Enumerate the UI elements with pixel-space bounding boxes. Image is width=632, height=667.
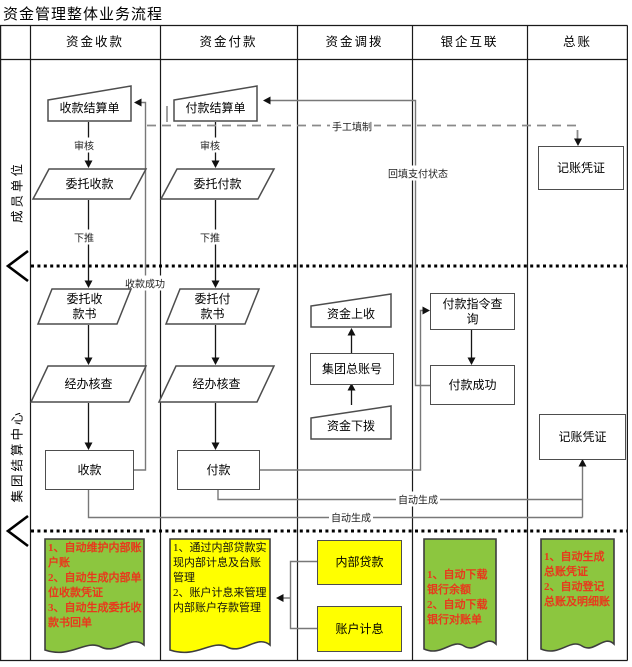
lane-label-member-units: 成员单位 [10, 160, 25, 224]
node-entrusted-payment: 委托付款 [159, 168, 276, 200]
node-handler-check-collection: 经办核查 [29, 365, 148, 403]
node-label: 集团总账号 [321, 361, 382, 376]
node-payment: 付款 [177, 450, 260, 490]
lane-label-group-settlement-center: 集团结算中心 [10, 409, 25, 503]
note-line: 1、自动维护内部账户账 [48, 542, 142, 569]
parallelogram-shape [31, 168, 148, 200]
node-label: 记账凭证 [556, 160, 605, 175]
edge-label-auto-generate-pay: 自动生成 [396, 491, 440, 507]
edge-label-audit-collect: 审核 [72, 137, 96, 153]
manual-input-shape [47, 85, 132, 122]
column-header-bank-enterprise: 银企互联 [440, 35, 499, 49]
node-label: 资金上收 [326, 306, 375, 321]
page-title: 资金管理整体业务流程 [3, 7, 164, 23]
note-text: 1、自动下载银行余额 2、自动下载银行对账单 [423, 538, 497, 628]
edge-label-push-pay: 下推 [198, 229, 222, 245]
note-line: 3、自动生成委托收款书回单 [48, 602, 142, 629]
note-line: 1、通过内部贷款实现内部计息及台账管理 [173, 542, 267, 584]
note-line: 2、自动下载银行对账单 [427, 599, 488, 626]
note-line: 2、自动生成内部单位收款凭证 [48, 572, 142, 599]
node-entrusted-collection: 委托收款 [31, 168, 148, 200]
node-entrusted-collection-note: 委托收款书 [36, 288, 133, 325]
node-label: 付款成功 [448, 377, 497, 392]
edge-label-auto-generate-collect: 自动生成 [329, 509, 373, 525]
note-line: 2、自动登记总账及明细账 [544, 581, 610, 608]
node-label: 内部贷款 [335, 555, 384, 570]
edge-label-backfill-status: 回填支付状态 [386, 165, 450, 181]
note-text: 1、自动生成总账凭证 2、自动登记总账及明细账 [540, 538, 615, 610]
column-header-fund-payment: 资金付款 [199, 35, 258, 49]
node-label: 委托付款 [193, 176, 242, 191]
note-line: 2、账户计息来管理内部账户存款管理 [173, 587, 267, 614]
edge-label-audit-pay: 审核 [198, 137, 222, 153]
lane-chevrons [5, 249, 29, 548]
node-label: 付款指令查询 [442, 297, 503, 326]
feedback-lines [87, 99, 584, 630]
node-payment-instruction-query: 付款指令查询 [430, 293, 515, 330]
parallelogram-shape [157, 365, 276, 403]
column-header-general-ledger: 总账 [562, 35, 592, 49]
node-accounting-voucher-top: 记账凭证 [538, 146, 624, 190]
node-collection: 收款 [45, 450, 134, 490]
edge-label-collect-success: 收款成功 [123, 275, 167, 291]
document-shape [169, 538, 271, 654]
note-line: 1、自动生成总账凭证 [544, 551, 605, 578]
node-payment-settlement-slip: 付款结算单 [173, 85, 258, 122]
manual-input-shape [173, 85, 258, 122]
document-shape [44, 538, 145, 654]
note-allocation-document: 1、通过内部贷款实现内部计息及台账管理 2、账户计息来管理内部账户存款管理 [169, 538, 271, 660]
node-label: 资金下拨 [326, 418, 375, 433]
column-header-fund-allocation: 资金调拨 [325, 35, 384, 49]
edge-label-manual-fill: 手工填制 [330, 118, 374, 134]
note-bank-document: 1、自动下载银行余额 2、自动下载银行对账单 [423, 538, 497, 659]
parallelogram-shape [29, 365, 148, 403]
note-ledger-document: 1、自动生成总账凭证 2、自动登记总账及明细账 [540, 538, 615, 659]
manual-input-shape [310, 405, 392, 440]
document-shape [423, 538, 497, 652]
note-text: 1、自动维护内部账户账 2、自动生成内部单位收款凭证 3、自动生成委托收款书回单 [44, 538, 145, 631]
node-label: 委托收款 [65, 176, 114, 191]
parallelogram-shape [159, 168, 276, 200]
node-funds-upward-collection: 资金上收 [310, 293, 392, 328]
parallelogram-shape [36, 288, 133, 325]
note-line: 1、自动下载银行余额 [427, 569, 488, 596]
node-label: 收款 [77, 462, 102, 477]
node-accounting-voucher-bottom: 记账凭证 [539, 414, 626, 460]
column-header-fund-collection: 资金收款 [65, 35, 124, 49]
node-label: 经办核查 [64, 376, 113, 391]
arrow-heads [84, 96, 587, 602]
node-label: 委托收款书 [66, 292, 103, 321]
node-label: 记账凭证 [558, 429, 607, 444]
node-entrusted-payment-note: 委托付款书 [164, 288, 261, 325]
node-account-interest: 账户计息 [317, 606, 402, 652]
node-label: 付款结算单 [185, 100, 246, 115]
note-collection-document: 1、自动维护内部账户账 2、自动生成内部单位收款凭证 3、自动生成委托收款书回单 [44, 538, 145, 660]
manual-input-shape [310, 293, 392, 328]
edge-label-push-collect: 下推 [72, 229, 96, 245]
parallelogram-shape [164, 288, 261, 325]
node-handler-check-payment: 经办核查 [157, 365, 276, 403]
node-label: 收款结算单 [59, 100, 120, 115]
note-text: 1、通过内部贷款实现内部计息及台账管理 2、账户计息来管理内部账户存款管理 [169, 538, 271, 616]
node-group-master-account: 集团总账号 [310, 353, 394, 385]
node-label: 账户计息 [335, 621, 384, 636]
node-funds-downward-allocation: 资金下拨 [310, 405, 392, 440]
node-label: 付款 [206, 462, 231, 477]
node-label: 委托付款书 [194, 292, 231, 321]
node-label: 经办核查 [192, 376, 241, 391]
node-payment-success: 付款成功 [430, 365, 515, 405]
node-receipt-settlement-slip: 收款结算单 [47, 85, 132, 122]
grid-lines [0, 24, 628, 662]
dashed-manual-line [147, 124, 579, 140]
document-shape [540, 538, 615, 652]
node-internal-loan: 内部贷款 [317, 540, 402, 585]
